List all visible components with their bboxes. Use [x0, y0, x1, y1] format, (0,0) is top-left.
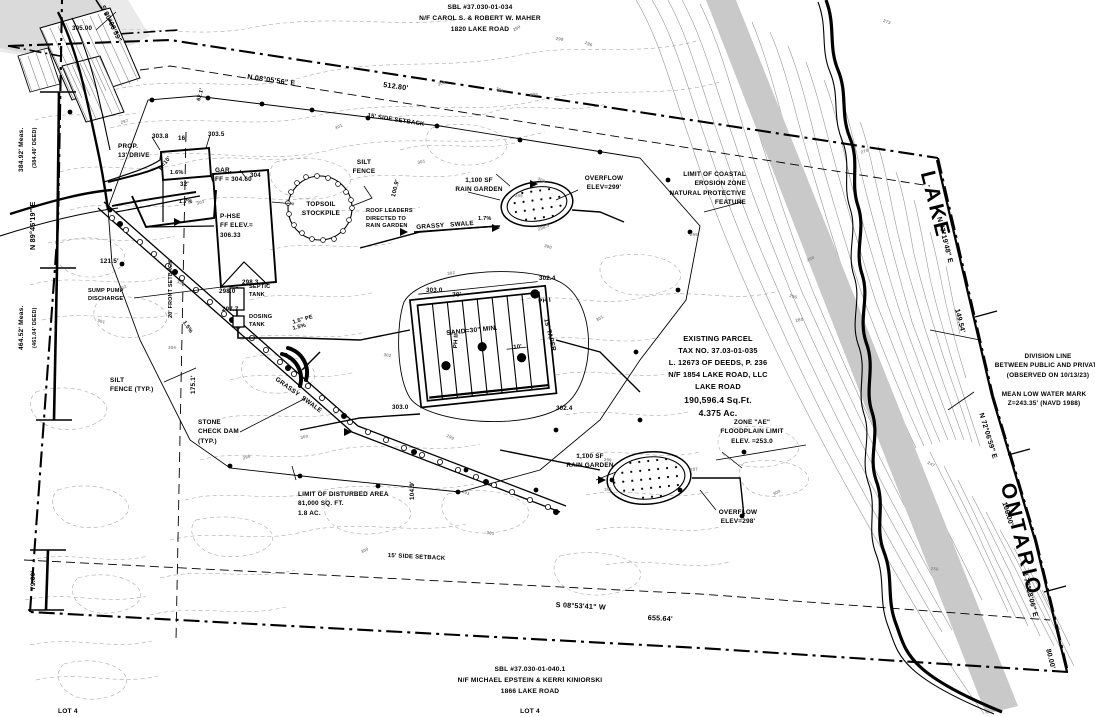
parcel-area-ac: 4.375 Ac.	[698, 408, 738, 418]
spot-elevation: 302.4	[556, 405, 573, 412]
west-line-short: 79.60'	[30, 570, 37, 590]
dim-32: 32'	[180, 181, 189, 188]
spot-elevation: 303.0	[426, 287, 443, 294]
contour-label: 299	[603, 457, 612, 463]
parcel-line-4: N/F 1854 LAKE ROAD, LLC	[668, 370, 768, 379]
distance-south-line: 655.64'	[647, 613, 674, 624]
rain-garden-north-overflow: OVERFLOW ELEV=299'	[584, 175, 624, 192]
slope-17a: 1.7%	[179, 199, 193, 205]
contour-label: 297	[690, 466, 699, 472]
contour-label: 298	[530, 91, 539, 97]
septic-tank-label: SEPTIC TANK	[249, 284, 271, 298]
north-neighbor-address: 1820 LAKE ROAD	[450, 26, 510, 33]
bearing-west-line: N 89°46'19" E	[28, 201, 37, 250]
topsoil-stockpile-label: TOPSOIL STOCKPILE	[301, 201, 341, 218]
rain-garden-south-overflow: OVERFLOW ELEV=298'	[718, 509, 758, 526]
sump-pump-note: SUMP PUMP DISCHARGE	[88, 288, 124, 302]
spot-elevation: 304	[250, 172, 261, 179]
contour-label: 301	[604, 486, 613, 492]
south-neighbor-address: 1866 LAKE ROAD	[500, 688, 560, 695]
contour-label: 304	[168, 344, 177, 350]
west-line-meas-1: 384.92' Meas.	[18, 127, 25, 173]
contour-label: 299	[690, 232, 698, 237]
parcel-line-2: TAX NO. 37.03-01-035	[678, 346, 758, 355]
spot-elevation: 303.8	[152, 133, 169, 140]
north-neighbor-owner: N/F CAROL S. & ROBERT W. MAHER	[419, 15, 541, 22]
stone-check-dam-label: STONE CHECK DAM (TYP.)	[198, 419, 239, 445]
dim-70: 70'	[452, 291, 462, 299]
slope-17b: 1.7%	[478, 216, 492, 222]
ph1-label: PH I	[538, 297, 552, 305]
ph2-label: PH II	[452, 333, 460, 349]
slope-16: 1.6%	[170, 170, 184, 176]
west-line-meas-2: 464.52' Meas.	[18, 305, 25, 351]
spot-elevation: 297.7	[222, 306, 239, 313]
south-neighbor-owner: N/F MICHAEL EPSTEIN & KERRI KINIORSKI	[457, 677, 603, 684]
roof-leaders-note: ROOF LEADERS DIRECTED TO RAIN GARDEN	[366, 208, 413, 230]
floodplain-note: ZONE "AE" FLOODPLAIN LIMIT ELEV. =253.0	[720, 419, 784, 445]
spot-elevation: 303.5	[208, 131, 225, 138]
mean-low-water-note: MEAN LOW WATER MARK Z=243.35' (NAVD 1988…	[1001, 391, 1087, 408]
contour-label: 302	[383, 352, 392, 359]
dim-10: 10'	[513, 344, 523, 351]
silt-fence-typ-label: SILT FENCE (TYP.)	[110, 377, 154, 394]
parcel-line-3: L. 12673 OF DEEDS, P. 236	[668, 358, 768, 367]
front-setback-label: 20' FRONT SETBACK	[168, 259, 174, 318]
southwest-lot-label: LOT 4	[58, 708, 78, 715]
division-line-note: DIVISION LINE BETWEEN PUBLIC AND PRIVATE…	[994, 353, 1095, 379]
west-line-deed-2: (461.04' DEED)	[32, 307, 38, 348]
dosing-tank-label: DOSING TANK	[249, 314, 273, 328]
south-neighbor-lot: LOT 4	[520, 708, 540, 715]
spot-elevation: 302.4	[539, 275, 556, 282]
house-label: P-HSE FF ELEV.= 306.33	[220, 213, 253, 239]
dim-121: 121.5'	[100, 258, 119, 265]
parcel-area-sf: 190,596.4 Sq.Ft.	[684, 395, 752, 405]
rain-garden-north-label: 1,100 SF RAIN GARDEN	[455, 177, 503, 194]
prop-drive-label: PROP. 13' DRIVE	[118, 143, 150, 160]
contour-label: 299	[514, 193, 523, 199]
contour-label: 256	[930, 566, 939, 572]
parcel-line-1: EXISTING PARCEL	[683, 334, 753, 343]
spot-elevation: 298.3	[242, 279, 259, 286]
contour-label: 302	[447, 270, 456, 276]
north-neighbor-sbl: SBL #37.030-01-034	[447, 4, 513, 11]
silt-fence-label: SILT FENCE	[352, 159, 376, 176]
disturbed-area-note: LIMIT OF DISTURBED AREA 81,000 SQ. FT. 1…	[298, 491, 389, 517]
rain-garden-south-label: 1,100 SF RAIN GARDEN	[566, 453, 614, 470]
dim-175: 175.1'	[190, 375, 197, 394]
contour-label: 298	[555, 36, 564, 42]
spot-elevation: 305.00	[72, 25, 93, 32]
west-line-deed-1: (384.40' DEED)	[32, 127, 38, 168]
dim-16: 16'	[178, 135, 187, 142]
coastal-erosion-note: LIMIT OF COASTAL EROSION ZONE NATURAL PR…	[669, 171, 746, 206]
garage-label: GAR. FF = 304.60	[215, 167, 252, 184]
parcel-line-5: LAKE ROAD	[695, 382, 741, 391]
spot-elevation: 303.0	[392, 404, 409, 411]
contour-label: 301	[486, 530, 495, 537]
south-neighbor-sbl: SBL #37.030-01-040.1	[494, 666, 566, 673]
dim-104: 104.9'	[409, 481, 416, 500]
spot-elevation: 298.0	[219, 288, 236, 295]
contour-label: 280	[795, 316, 804, 323]
